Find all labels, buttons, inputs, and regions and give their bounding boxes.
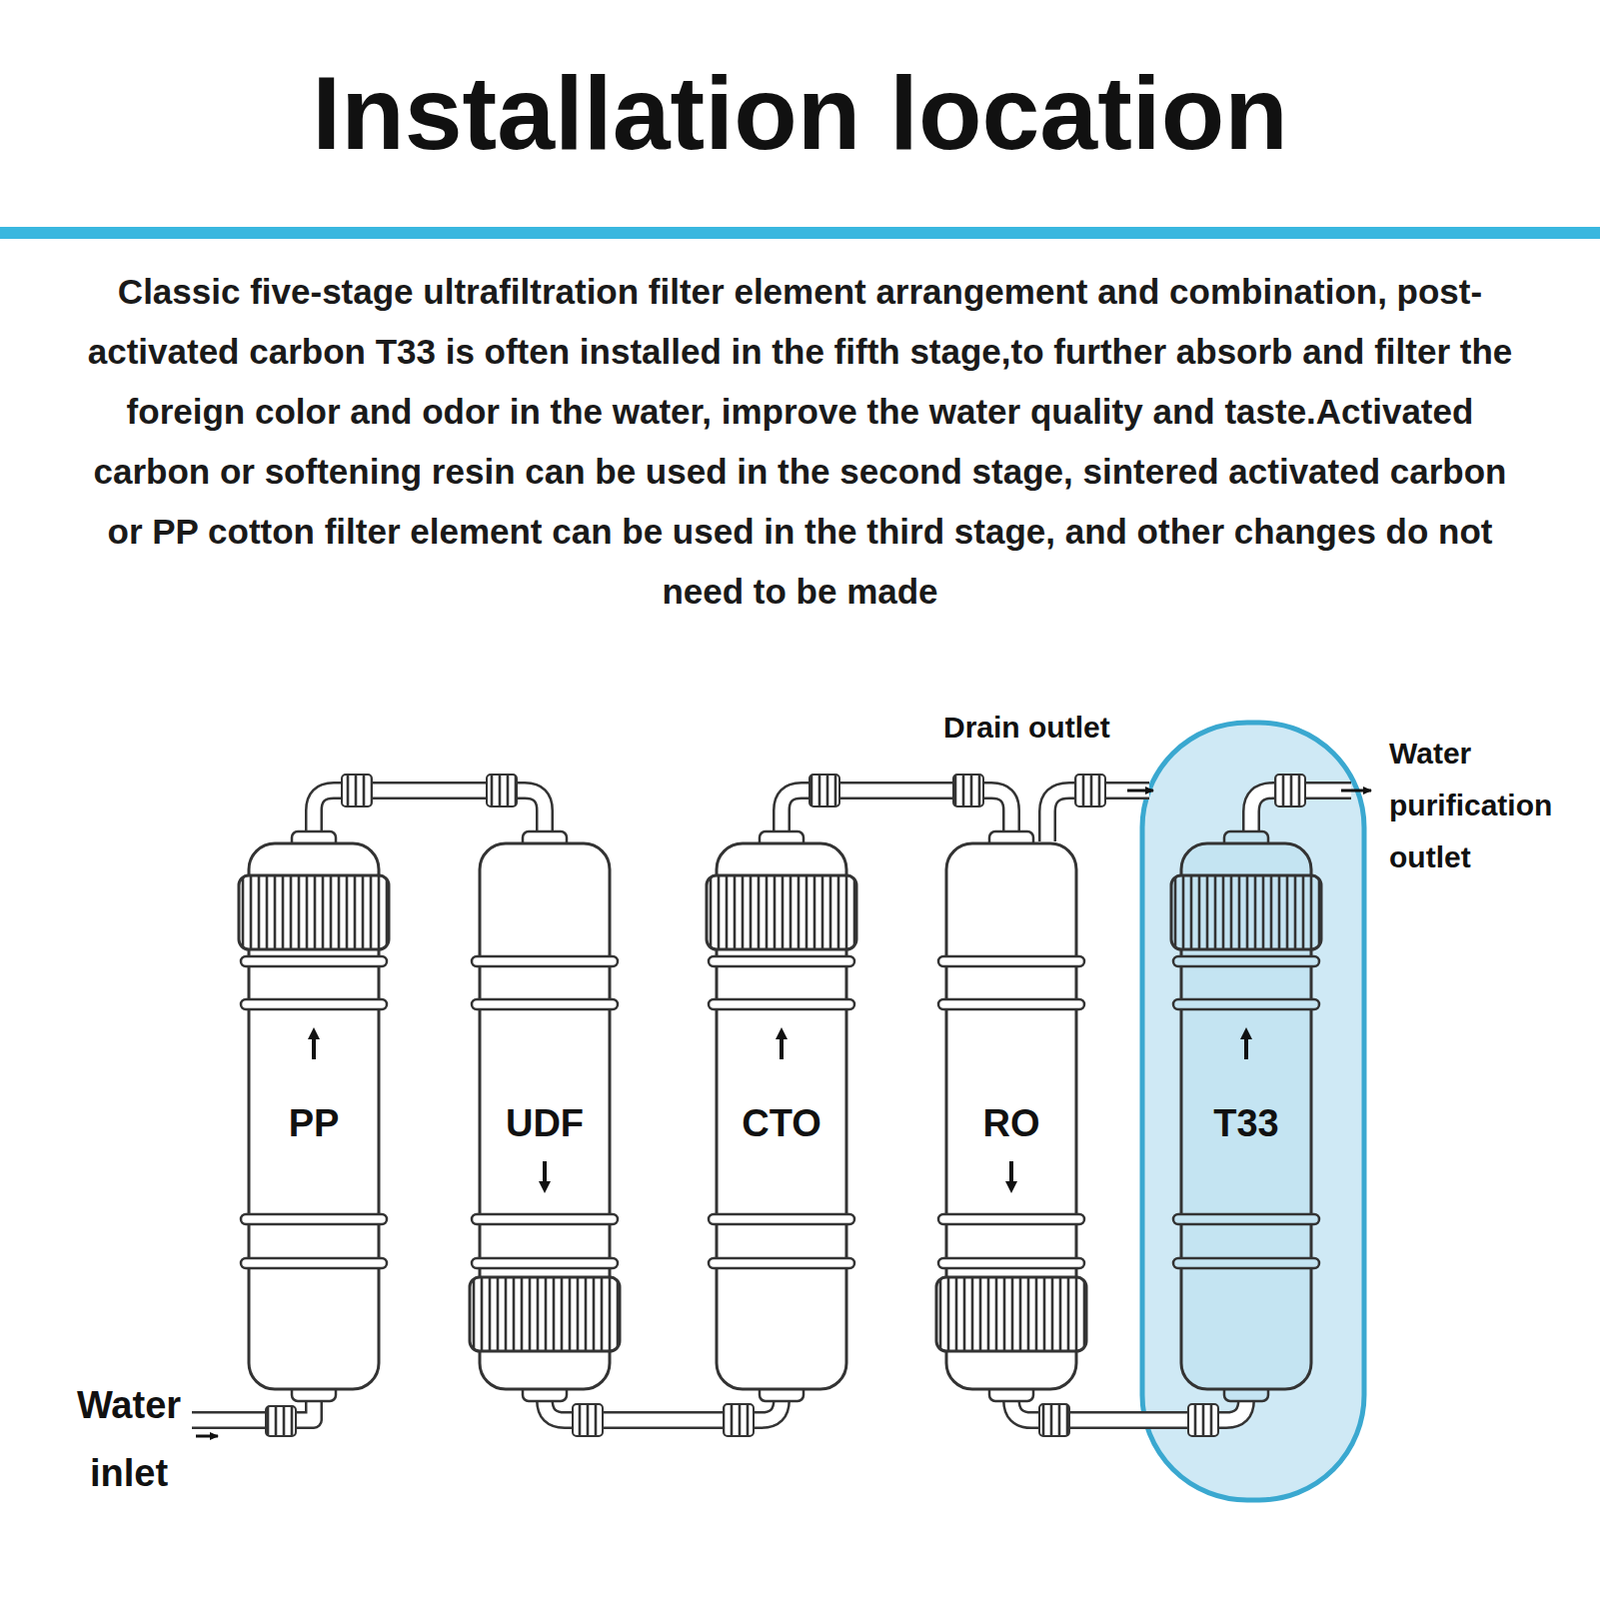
pipe-fitting bbox=[1188, 1404, 1219, 1437]
pipe-connector bbox=[313, 774, 545, 834]
divider-bar bbox=[0, 226, 1600, 239]
cartridge-label: CTO bbox=[706, 1101, 857, 1146]
drain-pipe bbox=[1047, 774, 1154, 842]
cartridge-label: T33 bbox=[1171, 1101, 1322, 1146]
pipe-fitting bbox=[341, 774, 372, 807]
inlet-label: Water inlet bbox=[53, 1371, 204, 1508]
pipe-fitting bbox=[572, 1404, 603, 1437]
pipe-connector bbox=[544, 1399, 782, 1437]
outlet-pipe bbox=[1251, 774, 1372, 842]
filter-cartridge: CTO bbox=[706, 831, 857, 1402]
pipe-fitting bbox=[953, 774, 984, 807]
cartridge-label: PP bbox=[238, 1101, 389, 1146]
outlet-label: Drain outlet bbox=[943, 707, 1111, 748]
pipe-fitting bbox=[486, 774, 517, 807]
filter-cartridge: UDF bbox=[469, 831, 620, 1402]
filter-cartridge: T33 bbox=[1171, 831, 1322, 1402]
cartridge-label: RO bbox=[936, 1101, 1087, 1146]
outlet-label: Water purification outlet bbox=[1389, 727, 1595, 884]
pipe-fitting bbox=[723, 1404, 754, 1437]
pipe-fitting bbox=[1039, 1404, 1070, 1437]
description-text: Classic five-stage ultrafiltration filte… bbox=[79, 261, 1521, 622]
title: Installation location bbox=[0, 47, 1600, 178]
filter-cartridge: RO bbox=[936, 831, 1087, 1402]
cartridge-label: UDF bbox=[469, 1101, 620, 1146]
filter-cartridge: PP bbox=[238, 831, 389, 1402]
highlight-region bbox=[1142, 722, 1365, 1501]
pipe-fitting bbox=[809, 774, 840, 807]
pipe-connector bbox=[781, 774, 1012, 834]
pipe-connector bbox=[1011, 1399, 1247, 1437]
